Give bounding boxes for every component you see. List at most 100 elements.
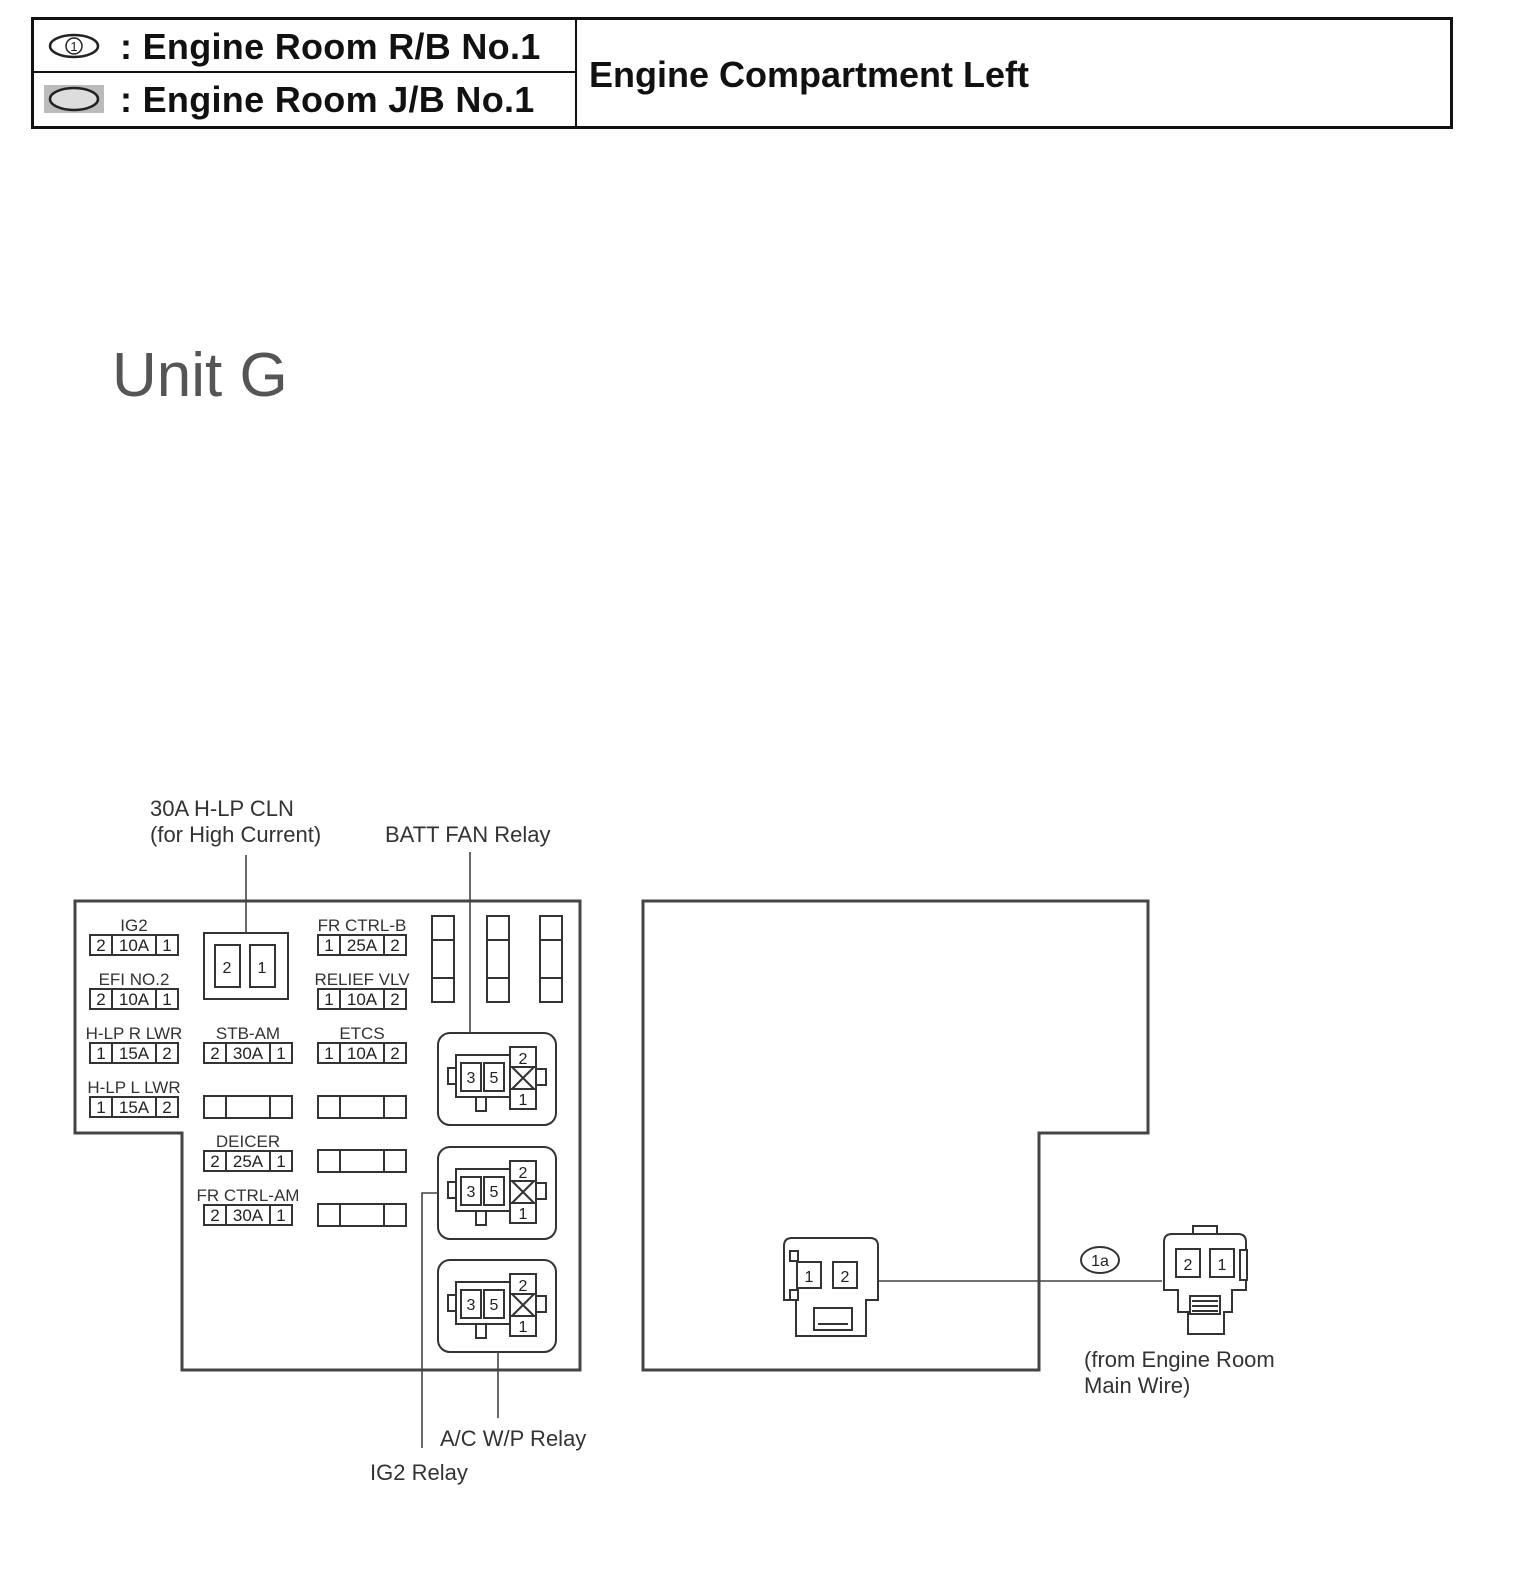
svg-text:5: 5	[490, 1070, 499, 1087]
svg-text:ETCS: ETCS	[339, 1024, 384, 1043]
fuse-fr-ctrl-am: 2 30A 1FR CTRL-AM	[197, 1186, 300, 1226]
svg-text:H-LP L LWR: H-LP L LWR	[87, 1078, 180, 1097]
relay-block-outline	[73, 899, 582, 1372]
svg-text:2: 2	[210, 1152, 219, 1171]
svg-text:1: 1	[324, 1044, 333, 1063]
svg-text:2: 2	[210, 1044, 219, 1063]
svg-text:30A: 30A	[233, 1044, 264, 1063]
jb-legend-label: : Engine Room J/B No.1	[120, 79, 535, 120]
svg-text:1: 1	[70, 39, 77, 54]
main-wire-sublabel: Main Wire)	[1084, 1373, 1190, 1398]
ig2-relay-label: IG2 Relay	[370, 1460, 468, 1485]
empty-fuse-slots	[203, 1095, 407, 1227]
svg-text:1: 1	[276, 1206, 285, 1225]
svg-text:2: 2	[390, 936, 399, 955]
svg-text:3: 3	[467, 1297, 476, 1314]
svg-text:30A: 30A	[233, 1206, 264, 1225]
svg-text:10A: 10A	[119, 936, 150, 955]
svg-text:2: 2	[390, 990, 399, 1009]
unit-title: Unit G	[112, 341, 288, 410]
svg-text:10A: 10A	[347, 990, 378, 1009]
fuse-ig2: 2 10A 1 IG2	[89, 916, 179, 956]
svg-text:2: 2	[162, 1098, 171, 1117]
svg-text:2: 2	[96, 990, 105, 1009]
spare-fuse-slots	[431, 915, 563, 1003]
svg-text:1: 1	[276, 1152, 285, 1171]
svg-text:2: 2	[519, 1051, 528, 1068]
svg-text:2: 2	[390, 1044, 399, 1063]
svg-text:1: 1	[96, 1044, 105, 1063]
svg-text:1: 1	[1218, 1257, 1227, 1274]
connector-main-wire: 2 1	[1163, 1225, 1248, 1335]
fuse-h-lp-l-lwr: 1 15A 2H-LP L LWR	[87, 1078, 181, 1118]
location-label: Engine Compartment Left	[589, 54, 1030, 95]
svg-text:1: 1	[162, 990, 171, 1009]
svg-text:2: 2	[162, 1044, 171, 1063]
legend-row-jb: : Engine Room J/B No.1	[34, 73, 575, 126]
fuse-etcs: 1 10A 2 ETCS	[317, 1024, 407, 1064]
connector-code-badge: 1a	[1080, 1246, 1120, 1274]
hlp-cln-sublabel: (for High Current)	[150, 822, 321, 847]
hlp-cln-fuse: 2 1	[203, 932, 289, 1000]
wire-harness-outline	[641, 899, 1150, 1372]
svg-text:2: 2	[210, 1206, 219, 1225]
svg-text:FR CTRL-AM: FR CTRL-AM	[197, 1186, 300, 1205]
svg-text:15A: 15A	[119, 1098, 150, 1117]
svg-text:RELIEF VLV: RELIEF VLV	[314, 970, 410, 989]
legend-row-rb: 1 : Engine Room R/B No.1	[34, 20, 575, 73]
legend-left-column: 1 : Engine Room R/B No.1 : Engine Room J…	[34, 20, 577, 126]
fuse-fr-ctrl-b: 1 25A 2FR CTRL-B	[317, 916, 407, 956]
svg-text:25A: 25A	[233, 1152, 264, 1171]
svg-text:5: 5	[490, 1297, 499, 1314]
svg-text:10A: 10A	[347, 1044, 378, 1063]
connector-block-side: 1 2	[783, 1237, 879, 1337]
svg-text:5: 5	[490, 1184, 499, 1201]
svg-text:1: 1	[519, 1319, 528, 1336]
svg-text:1: 1	[258, 960, 267, 977]
svg-text:1: 1	[519, 1206, 528, 1223]
svg-text:1a: 1a	[1091, 1253, 1109, 1270]
svg-text:1: 1	[324, 990, 333, 1009]
hlp-cln-label: 30A H-LP CLN	[150, 796, 294, 821]
svg-text:1: 1	[324, 936, 333, 955]
batt-fan-relay-label: BATT FAN Relay	[385, 822, 550, 847]
main-wire-label: (from Engine Room	[1084, 1347, 1275, 1372]
rb-oval-icon: 1	[48, 33, 100, 59]
svg-text:2: 2	[1184, 1257, 1193, 1274]
svg-text:1: 1	[276, 1044, 285, 1063]
svg-text:2: 2	[96, 936, 105, 955]
svg-text:3: 3	[467, 1184, 476, 1201]
ac-wp-relay-label: A/C W/P Relay	[440, 1426, 586, 1451]
svg-text:2: 2	[223, 960, 232, 977]
svg-text:DEICER: DEICER	[216, 1132, 280, 1151]
svg-text:1: 1	[519, 1092, 528, 1109]
svg-text:1: 1	[162, 936, 171, 955]
svg-text:IG2: IG2	[120, 916, 147, 935]
legend-table: 1 : Engine Room R/B No.1 : Engine Room J…	[31, 17, 1453, 129]
svg-text:FR CTRL-B: FR CTRL-B	[318, 916, 407, 935]
svg-text:15A: 15A	[119, 1044, 150, 1063]
svg-text:STB-AM: STB-AM	[216, 1024, 280, 1043]
fuse-h-lp-r-lwr: 1 15A 2H-LP R LWR	[86, 1024, 183, 1064]
svg-text:1: 1	[96, 1098, 105, 1117]
svg-text:EFI NO.2: EFI NO.2	[99, 970, 170, 989]
jb-oval-icon	[44, 85, 104, 113]
svg-text:3: 3	[467, 1070, 476, 1087]
svg-text:2: 2	[519, 1165, 528, 1182]
svg-text:10A: 10A	[119, 990, 150, 1009]
leader-lines	[245, 852, 1162, 1448]
svg-text:2: 2	[519, 1278, 528, 1295]
rb-legend-label: : Engine Room R/B No.1	[120, 26, 541, 67]
svg-text:25A: 25A	[347, 936, 378, 955]
svg-text:2: 2	[841, 1269, 850, 1286]
svg-text:1: 1	[805, 1269, 814, 1286]
svg-text:H-LP R LWR: H-LP R LWR	[86, 1024, 183, 1043]
